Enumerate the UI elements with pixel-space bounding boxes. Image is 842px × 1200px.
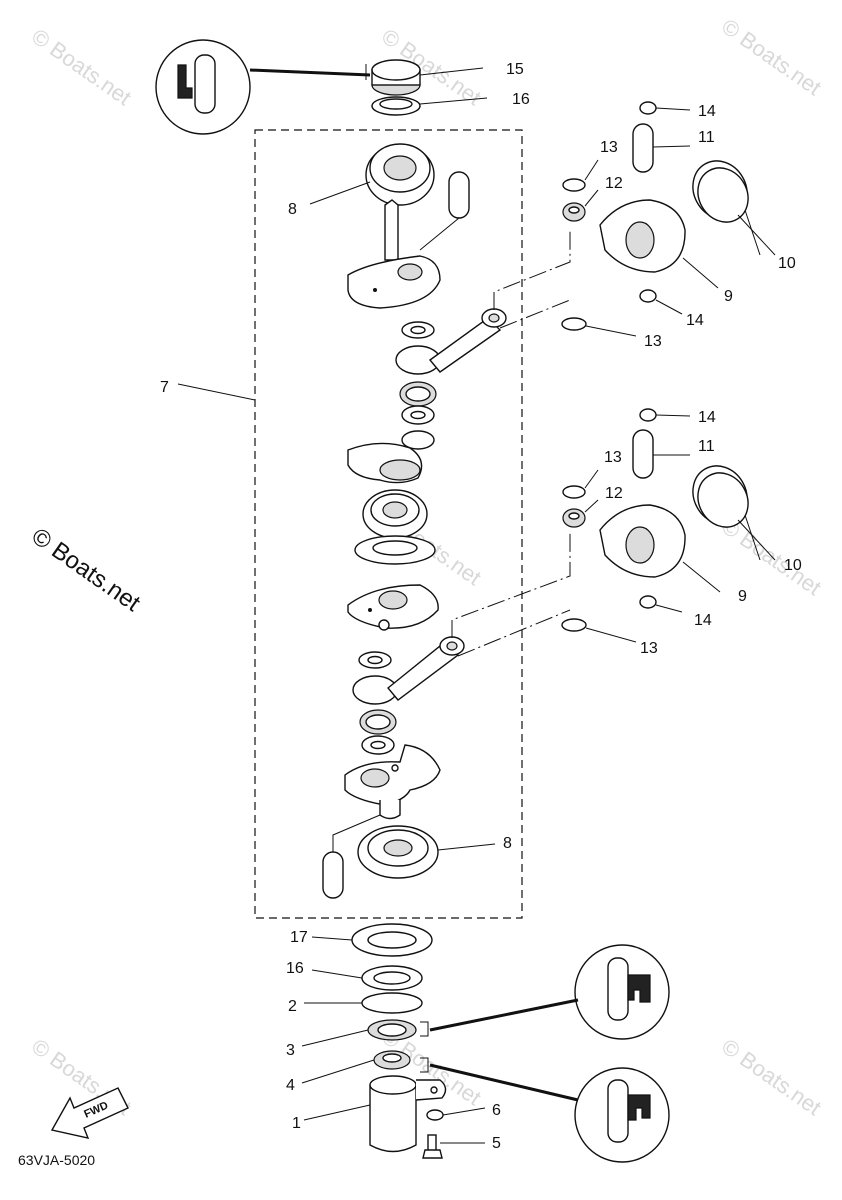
crankshaft-assembly-box — [254, 129, 523, 919]
connecting-rod-upper — [428, 230, 571, 373]
crankpin-upper — [395, 345, 441, 450]
watermark: © Boats.net — [27, 24, 136, 111]
callout-1: 1 — [292, 1115, 301, 1132]
piston-assembly-lower — [561, 408, 749, 632]
callout-7: 7 — [160, 379, 169, 396]
watermark: © Boats.net — [717, 14, 826, 101]
detail-circle-top — [155, 39, 371, 135]
dowel-pin-bottom — [322, 814, 381, 899]
watermark: © Boats.net — [717, 1034, 826, 1121]
part-8-bearing-bottom — [357, 825, 439, 879]
crank-web-top — [347, 199, 441, 309]
callout-4: 4 — [286, 1077, 295, 1094]
callout-3: 3 — [286, 1042, 295, 1059]
part-16-seal-top — [371, 96, 421, 116]
callout-labels: 15 16 8 7 14 11 13 12 10 9 14 13 14 11 1… — [160, 61, 802, 1152]
callout-11: 11 — [698, 129, 715, 146]
crankpin-lower — [352, 675, 398, 755]
diagram-code: 63VJA-5020 — [18, 1152, 95, 1168]
detail-circle-mid — [420, 944, 670, 1040]
crank-web-middle — [347, 442, 423, 484]
callout-2: 2 — [288, 998, 297, 1015]
callout-5: 5 — [492, 1135, 501, 1152]
callout-8: 8 — [288, 201, 297, 218]
callout-11: 11 — [698, 438, 715, 455]
callout-14: 14 — [698, 409, 716, 426]
callout-16: 16 — [512, 91, 530, 108]
callout-12: 12 — [605, 175, 623, 192]
leader-lines — [177, 67, 776, 1144]
callout-10: 10 — [784, 557, 802, 574]
callout-8: 8 — [503, 835, 512, 852]
callout-10: 10 — [778, 255, 796, 272]
part-8-bearing-top — [365, 143, 435, 206]
callout-14: 14 — [698, 103, 716, 120]
part-15-cap — [365, 59, 421, 96]
part-5-bolt — [422, 1134, 443, 1159]
callout-15: 15 — [506, 61, 524, 78]
fwd-arrow-icon: FWD — [50, 1087, 129, 1139]
crank-web-lower — [347, 584, 439, 631]
callout-13: 13 — [640, 640, 658, 657]
piston-assembly-upper — [561, 101, 749, 331]
detail-circle-bottom — [420, 1057, 670, 1163]
callout-9: 9 — [738, 588, 747, 605]
callout-9: 9 — [724, 288, 733, 305]
callout-17: 17 — [290, 929, 308, 946]
part-1-housing — [369, 1075, 447, 1153]
callout-12: 12 — [605, 485, 623, 502]
callout-13: 13 — [604, 449, 622, 466]
callout-16: 16 — [286, 960, 304, 977]
lower-seal-stack — [351, 923, 433, 1070]
crank-web-bottom — [344, 744, 441, 820]
callout-6: 6 — [492, 1102, 501, 1119]
callout-14: 14 — [686, 312, 704, 329]
callout-13: 13 — [600, 139, 618, 156]
connecting-rod-lower — [387, 530, 571, 701]
callout-13: 13 — [644, 333, 662, 350]
callout-14: 14 — [694, 612, 712, 629]
watermark-main: © Boats.net — [27, 523, 146, 617]
part-6-washer — [426, 1109, 444, 1121]
dowel-pin-top — [419, 171, 470, 251]
center-bearing — [354, 489, 436, 565]
